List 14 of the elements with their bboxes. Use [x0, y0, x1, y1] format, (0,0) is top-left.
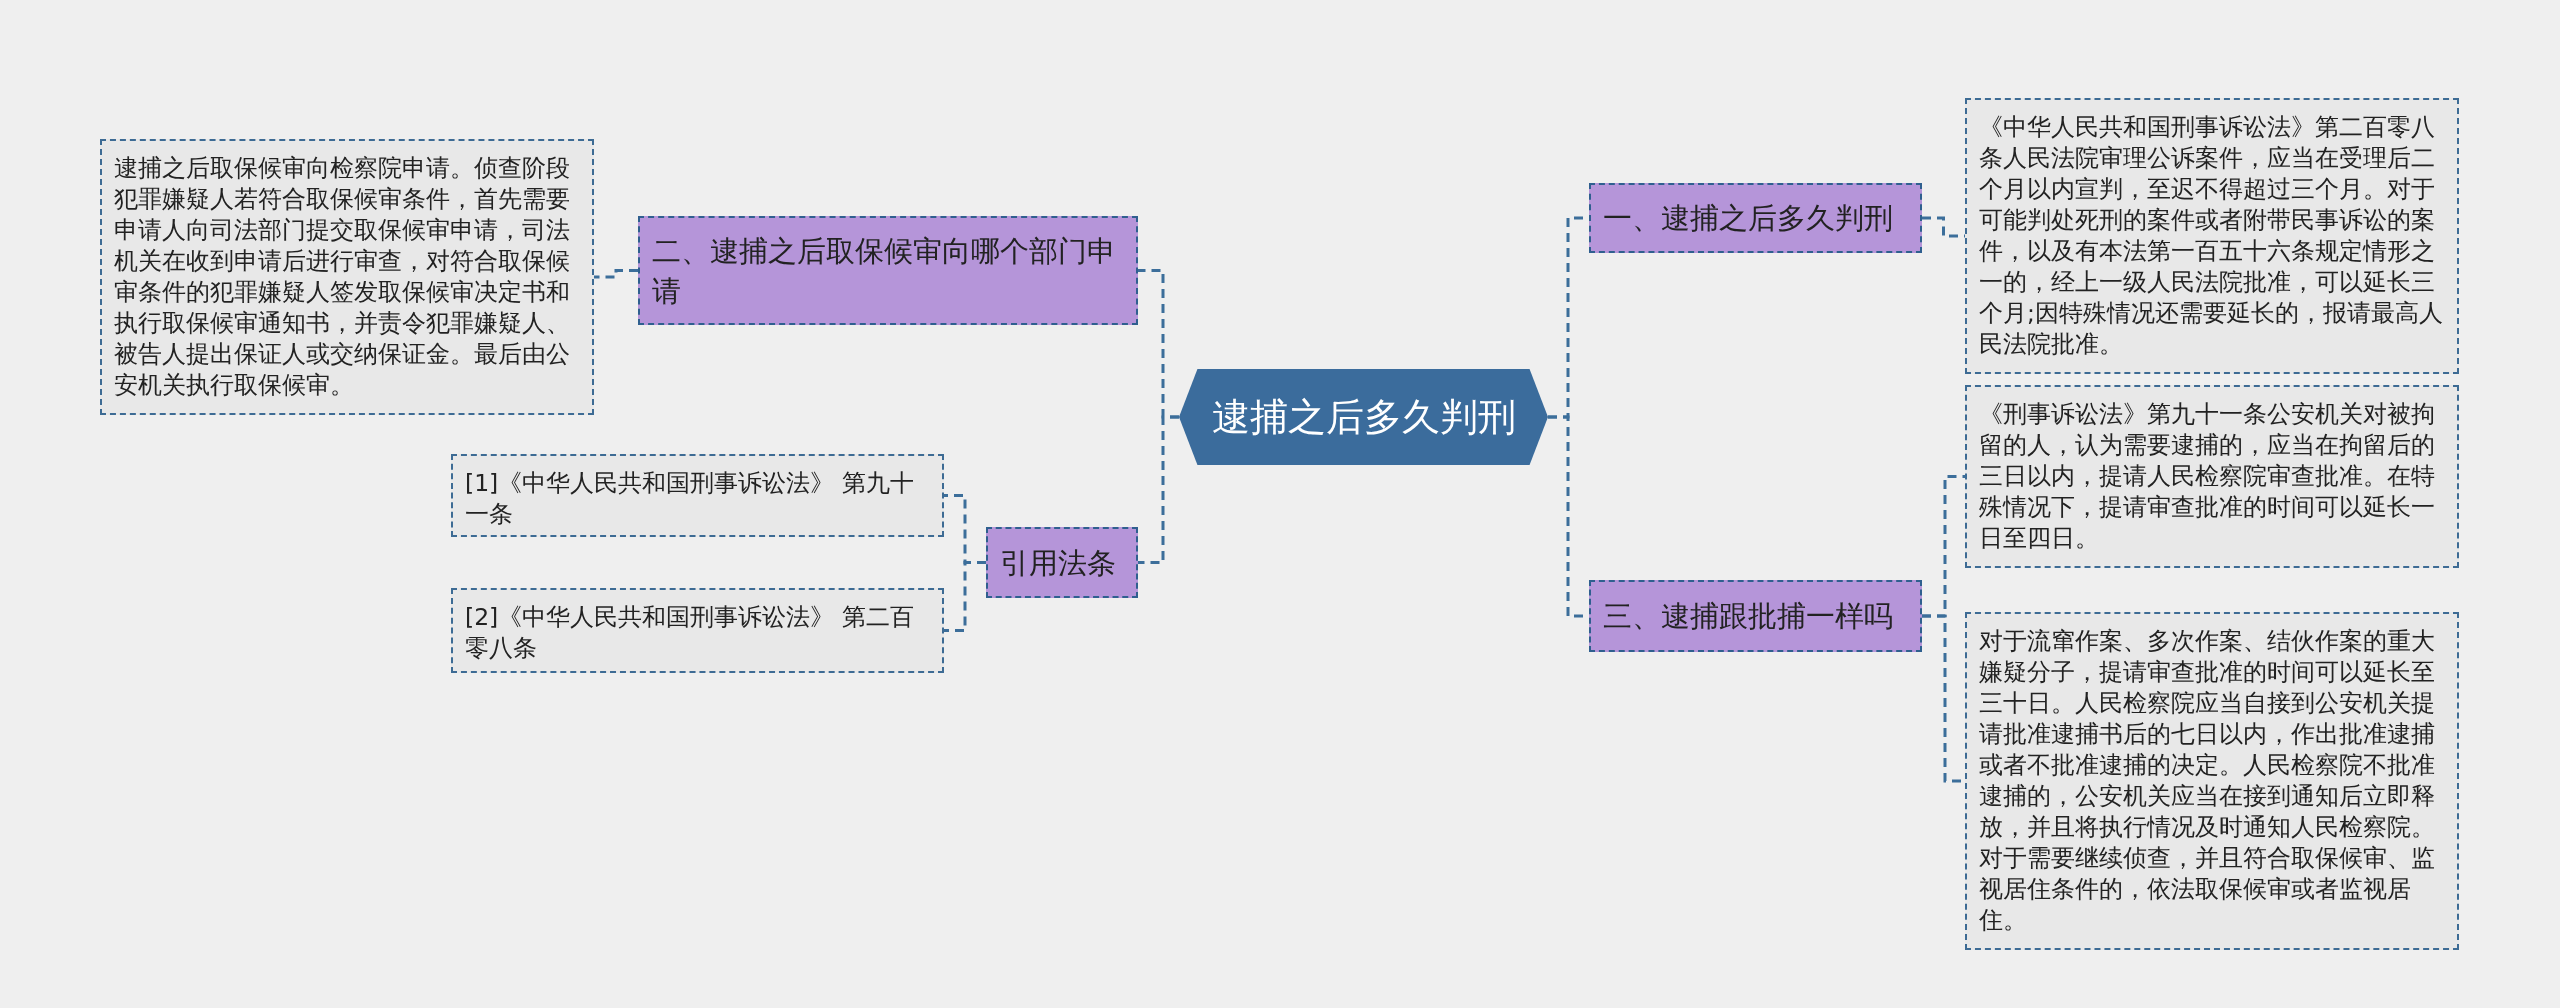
topic-box: 引用法条 — [986, 527, 1138, 598]
topic-box: 三、逮捕跟批捕一样吗 — [1589, 580, 1922, 652]
note-box: 《刑事诉讼法》第九十一条公安机关对被拘留的人，认为需要逮捕的，应当在拘留后的三日以内，提请人民检察院审查批准。在特殊情况下，提请审查批准的时间可以延长一日至四日。 — [1965, 385, 2459, 568]
central-topic: 逮捕之后多久判刑 — [1179, 369, 1548, 465]
topic-box: 二、逮捕之后取保候审向哪个部门申请 — [638, 216, 1138, 325]
note-box: [2]《中华人民共和国刑事诉讼法》 第二百零八条 — [451, 588, 944, 673]
note-box: [1]《中华人民共和国刑事诉讼法》 第九十一条 — [451, 454, 944, 537]
note-box: 对于流窜作案、多次作案、结伙作案的重大嫌疑分子，提请审查批准的时间可以延长至三十日。人民检察院应当自接到公安机关提请批准逮捕书后的七日以内，作出批准逮捕或者不批准逮捕的决定。人民检察院不批准逮捕的，公安机关应当在接到通知后立即释放，并且将执行情况及时通知人民检察院。对于需要继续侦查，并且符合取保候审、监视居住条件的，依法取保候审或者监视居住。 — [1965, 612, 2459, 950]
connector — [594, 269, 638, 279]
connector — [1138, 415, 1179, 564]
connector — [944, 561, 986, 632]
note-box: 《中华人民共和国刑事诉讼法》第二百零八条人民法院审理公诉案件，应当在受理后二个月以内宣判，至迟不得超过三个月。对于可能判处死刑的案件或者附带民事诉讼的案件，以及有本法第一百五十六条规定情形之一的，经上一级人民法院批准，可以延长三个月;因特殊情况还需要延长的，报请最高人民法院批准。 — [1965, 98, 2459, 374]
topic-box: 一、逮捕之后多久判刑 — [1589, 183, 1922, 253]
note-box: 逮捕之后取保候审向检察院申请。侦查阶段犯罪嫌疑人若符合取保候审条件，首先需要申请人向司法部门提交取保候审申请，司法机关在收到申请后进行审查，对符合取保候审条件的犯罪嫌疑人签发取保候审决定书和执行取保候审通知书，并责令犯罪嫌疑人、被告人提出保证人或交纳保证金。最后由公安机关执行取保候审。 — [100, 139, 594, 415]
